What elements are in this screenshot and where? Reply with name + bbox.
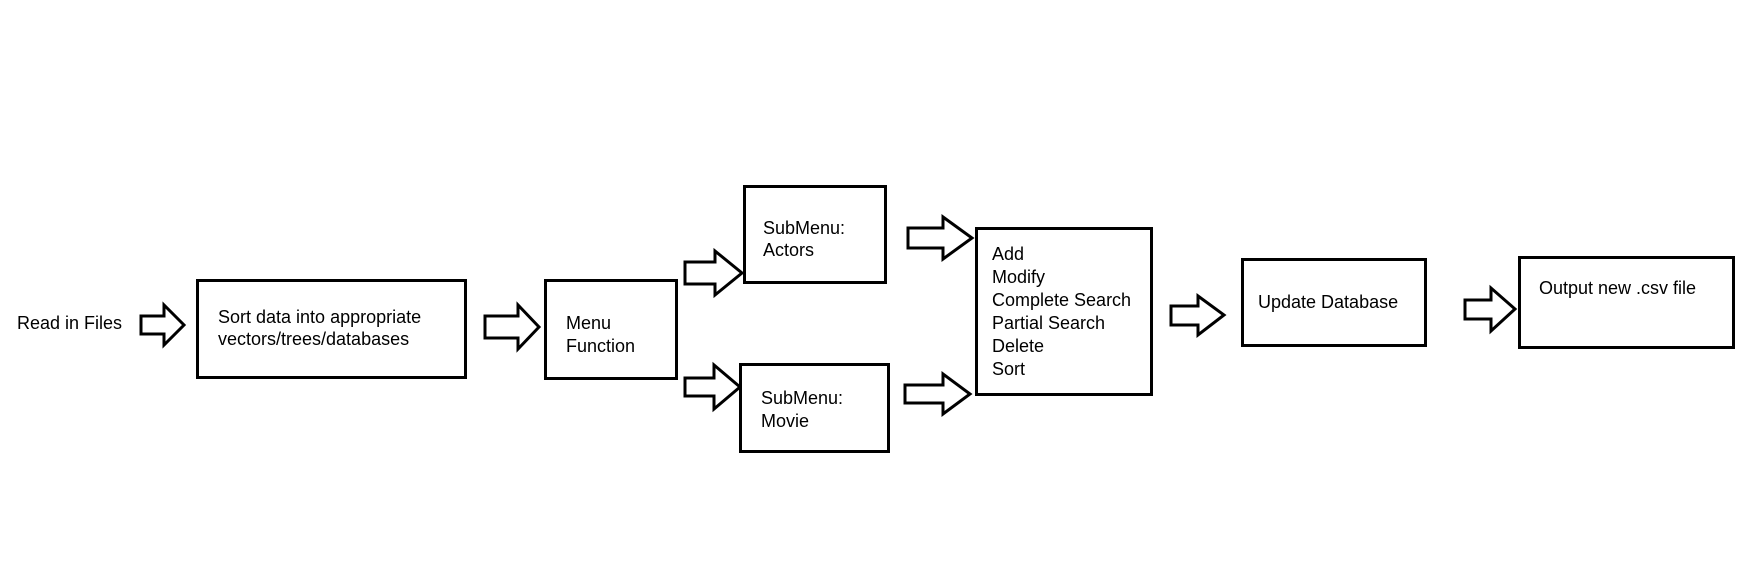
arrow-menu-to-actors — [683, 247, 745, 299]
node-operations-line-3: Complete Search — [992, 290, 1132, 310]
node-update-database — [1241, 258, 1427, 347]
node-menu-function-line-1: Menu — [566, 313, 612, 333]
node-operations — [975, 227, 1153, 396]
node-operations-line-6: Sort — [992, 359, 1026, 379]
node-submenu-actors — [743, 185, 887, 284]
node-sort-data-line-2: vectors/trees/databases — [218, 329, 410, 349]
node-submenu-movie-line-1: SubMenu: — [761, 388, 844, 408]
node-operations-line-5: Delete — [992, 336, 1045, 356]
node-update-database-line-1: Update Database — [1258, 292, 1399, 312]
node-output-csv-line-1: Output new .csv file — [1539, 278, 1697, 298]
node-menu-function-line-2: Function — [566, 336, 636, 356]
node-menu-function — [544, 279, 678, 380]
node-output-csv — [1518, 256, 1735, 349]
arrow-update-to-output — [1463, 284, 1518, 335]
arrow-read-to-sort — [139, 301, 187, 349]
node-operations-line-4: Partial Search — [992, 313, 1106, 333]
start-label: Read in Files — [17, 313, 123, 333]
arrow-movie-to-ops — [903, 371, 973, 417]
node-sort-data-line-1: Sort data into appropriate — [218, 307, 422, 327]
node-submenu-actors-line-1: SubMenu: — [763, 218, 846, 238]
arrow-sort-to-menu — [483, 301, 542, 353]
arrow-menu-to-movie — [683, 361, 743, 413]
arrow-actors-to-ops — [906, 214, 975, 262]
arrow-ops-to-update — [1169, 293, 1227, 339]
node-submenu-movie — [739, 363, 890, 453]
node-operations-line-2: Modify — [992, 267, 1046, 287]
node-submenu-movie-line-2: Movie — [761, 411, 810, 431]
node-sort-data — [196, 279, 467, 379]
node-submenu-actors-line-2: Actors — [763, 240, 815, 260]
node-operations-line-1: Add — [992, 244, 1025, 264]
